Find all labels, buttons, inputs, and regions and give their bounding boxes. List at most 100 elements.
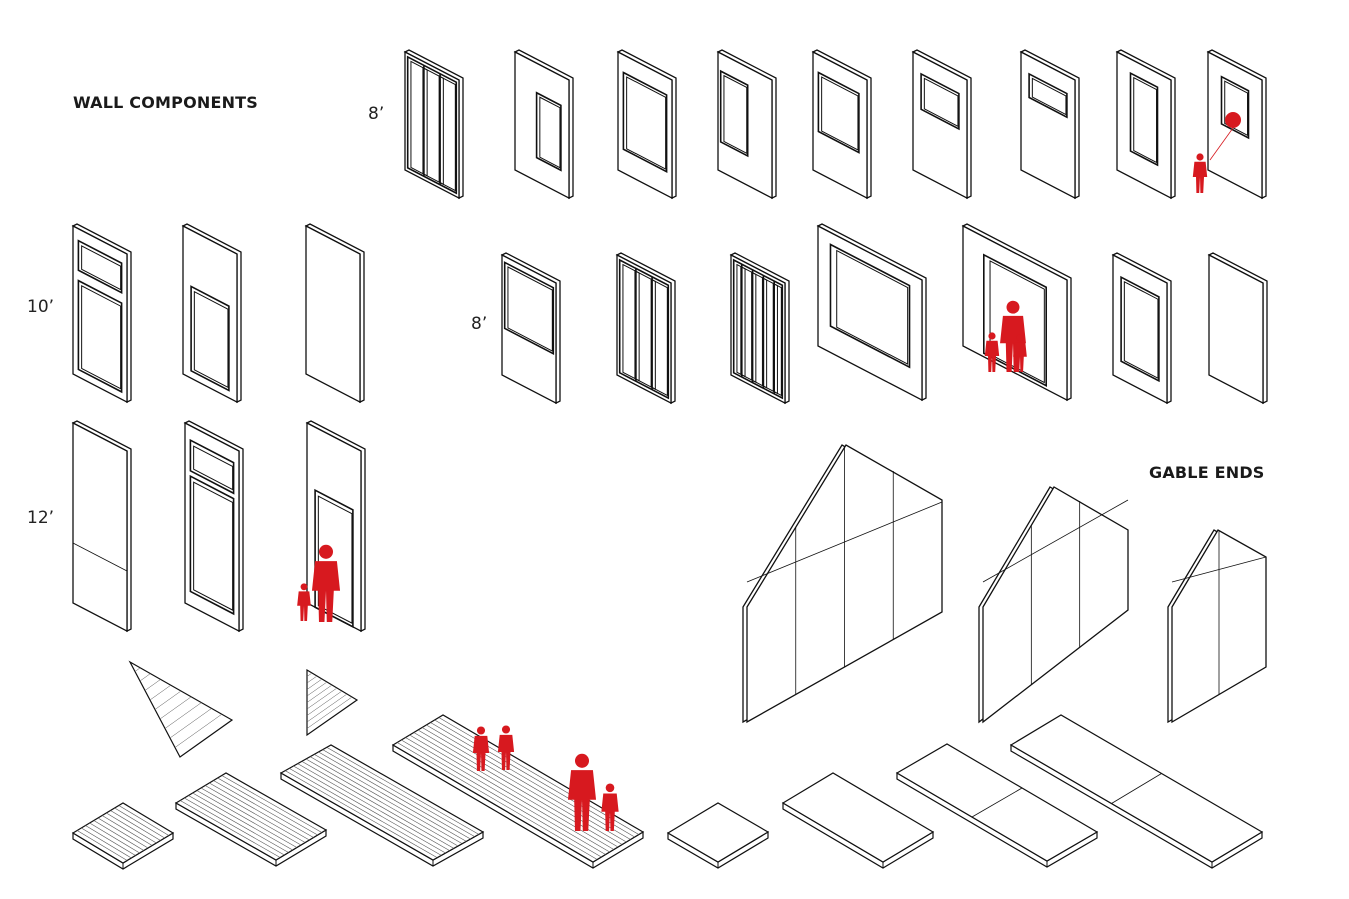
wall-panel-8ft-wide <box>816 223 927 402</box>
window-opening <box>535 91 562 172</box>
stair-face <box>306 668 359 737</box>
figure-body <box>984 340 1000 372</box>
window-frame <box>923 77 959 128</box>
child-figure <box>472 726 490 771</box>
slab-seam <box>971 787 1023 818</box>
stair-tread <box>306 678 323 690</box>
window-frame <box>81 285 122 390</box>
panel-face <box>501 253 557 405</box>
slab-board <box>285 770 438 858</box>
slab-board <box>221 775 322 833</box>
window-frame <box>821 76 859 151</box>
wall-panel-12ft <box>71 420 132 633</box>
panel-face <box>812 50 868 200</box>
child-figure <box>297 583 311 621</box>
slab-board <box>196 790 297 848</box>
window-frame <box>81 245 122 291</box>
stair-tread <box>174 713 222 748</box>
figure-head <box>988 332 996 340</box>
slab-board <box>326 747 479 835</box>
window-opening <box>732 258 784 400</box>
row-label-10ft: 10’ <box>27 297 55 317</box>
slab-board <box>205 785 306 843</box>
adult-figure <box>311 544 341 622</box>
wall-panel-12ft <box>183 420 244 633</box>
slab-board <box>310 756 463 844</box>
window-frame <box>193 290 229 389</box>
window-opening <box>817 71 860 154</box>
wall-panel-10ft <box>71 223 132 404</box>
window-frame <box>507 266 553 352</box>
figure-body <box>1000 315 1026 372</box>
child-figure <box>497 725 515 770</box>
window-frame <box>772 282 778 395</box>
stair-tread <box>159 696 192 720</box>
slab-board <box>293 765 446 854</box>
floor-slab <box>895 743 1099 868</box>
panel-face <box>1208 253 1264 405</box>
window-frame <box>1133 76 1158 164</box>
floor-slab <box>666 802 770 869</box>
window-frame <box>650 278 656 391</box>
slab-board <box>297 763 450 851</box>
stair-tread <box>306 681 328 697</box>
window-opening <box>77 279 123 394</box>
wall-panel-8ft <box>513 49 574 200</box>
panel-face <box>404 50 460 200</box>
window-opening <box>719 69 749 158</box>
slab-board <box>401 739 602 858</box>
figure-head <box>501 725 511 734</box>
panel-face <box>730 253 786 405</box>
wall-panel-8ft <box>1115 49 1176 200</box>
figure-body <box>311 561 341 622</box>
child-figure <box>1192 153 1208 193</box>
figure-body <box>497 734 515 770</box>
window-opening <box>1028 72 1068 119</box>
gable-ends-title: GABLE ENDS <box>1149 463 1265 482</box>
wall-panel-8ft <box>1019 49 1080 200</box>
slab-board <box>85 825 136 856</box>
child-figure <box>601 783 619 831</box>
wall-panel-10ft <box>181 223 242 404</box>
wall-panel-8ft <box>729 252 790 405</box>
window-frame <box>751 271 757 383</box>
adult-figure <box>1000 300 1026 372</box>
window-frame <box>193 445 234 491</box>
slab-board <box>89 822 140 854</box>
stair-tread <box>139 673 151 682</box>
window-frame <box>422 66 428 177</box>
slab-board <box>305 758 459 847</box>
slab-board <box>192 792 293 851</box>
panel-face <box>514 50 570 200</box>
figure-body <box>1192 161 1208 193</box>
slab-board <box>213 780 314 838</box>
slab-board <box>405 737 606 855</box>
floor-slab-decked <box>174 772 328 867</box>
wall-panel-8ft <box>811 49 872 200</box>
figure-head <box>1016 334 1024 342</box>
wall-panel-10ft <box>304 223 365 404</box>
figure-body <box>472 735 490 771</box>
wall-panel-8ft <box>616 49 677 200</box>
window-frame <box>740 265 746 378</box>
window-opening <box>190 285 230 392</box>
figure-head <box>574 753 590 768</box>
slab-board <box>184 797 285 856</box>
stair-tread <box>306 684 333 703</box>
window-frame <box>1224 80 1249 137</box>
panel-face <box>717 50 773 200</box>
slab-board <box>200 787 302 846</box>
wall-panel-8ft <box>716 49 777 200</box>
stair-tread <box>306 672 313 677</box>
wall-panel-8ft <box>1111 252 1172 405</box>
window-opening <box>503 261 555 355</box>
row-label-8ft-top: 8’ <box>368 104 385 124</box>
slab-board <box>217 777 318 836</box>
window-frame <box>723 74 748 155</box>
stair-stringer <box>306 668 359 737</box>
stair-stringer <box>128 660 234 758</box>
slab-board <box>434 719 635 838</box>
stair-tread <box>306 687 338 710</box>
window-opening <box>77 239 123 295</box>
